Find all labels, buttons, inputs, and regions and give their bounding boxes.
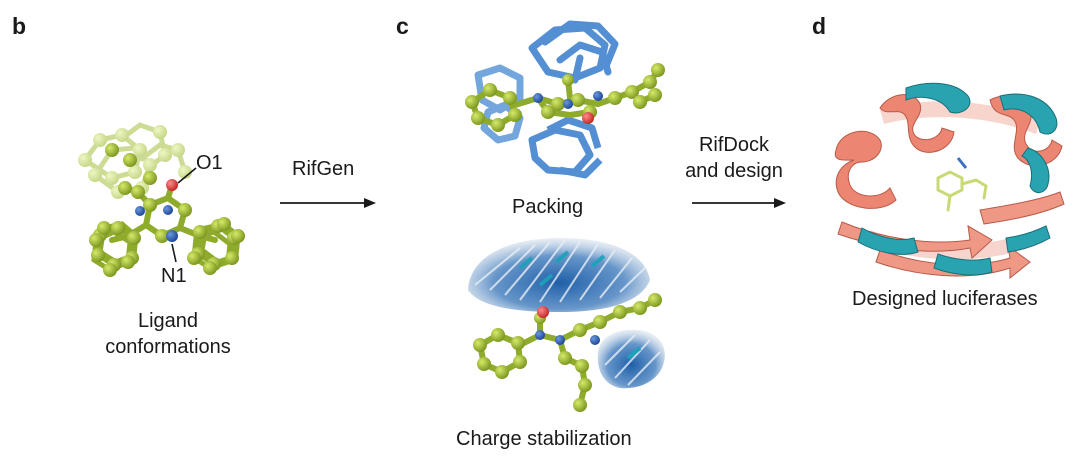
charge-stabilization-illustration (468, 238, 665, 412)
designed-luciferase-cartoon (835, 83, 1064, 278)
panel-b-caption-line2: conformations (88, 334, 248, 360)
ligand-conformations-ensemble (78, 125, 245, 277)
charge-stabilization-caption: Charge stabilization (456, 426, 632, 452)
nitrogen-atom (563, 99, 573, 109)
nitrogen-atom (533, 93, 543, 103)
packing-illustration (465, 24, 665, 175)
panel-b-caption: Ligand conformations (88, 308, 248, 360)
nitrogen-atom (535, 330, 545, 340)
nitrogen-atom-n1 (166, 230, 178, 242)
rifgen-label: RifGen (292, 156, 354, 182)
nitrogen-atom (555, 335, 565, 345)
n1-leader-line (172, 244, 176, 262)
rifdock-arrow-head (774, 198, 786, 208)
panel-b-caption-line1: Ligand (88, 308, 248, 334)
packing-caption: Packing (512, 194, 583, 220)
oxygen-atom (582, 112, 594, 124)
atom-label-n1: N1 (161, 263, 187, 289)
nitrogen-atom (590, 335, 600, 345)
rifdock-label: RifDock and design (676, 132, 792, 184)
nitrogen-atom (163, 205, 173, 215)
rifdock-label-line1: RifDock (676, 132, 792, 158)
nitrogen-atom (135, 206, 145, 216)
nitrogen-atom (593, 91, 603, 101)
designed-luciferases-caption: Designed luciferases (852, 286, 1038, 312)
rifgen-arrow-head (364, 198, 376, 208)
rifdock-label-line2: and design (676, 158, 792, 184)
oxygen-atom (537, 306, 549, 318)
oxygen-atom-o1 (166, 179, 178, 191)
atom-label-o1: O1 (196, 150, 223, 176)
